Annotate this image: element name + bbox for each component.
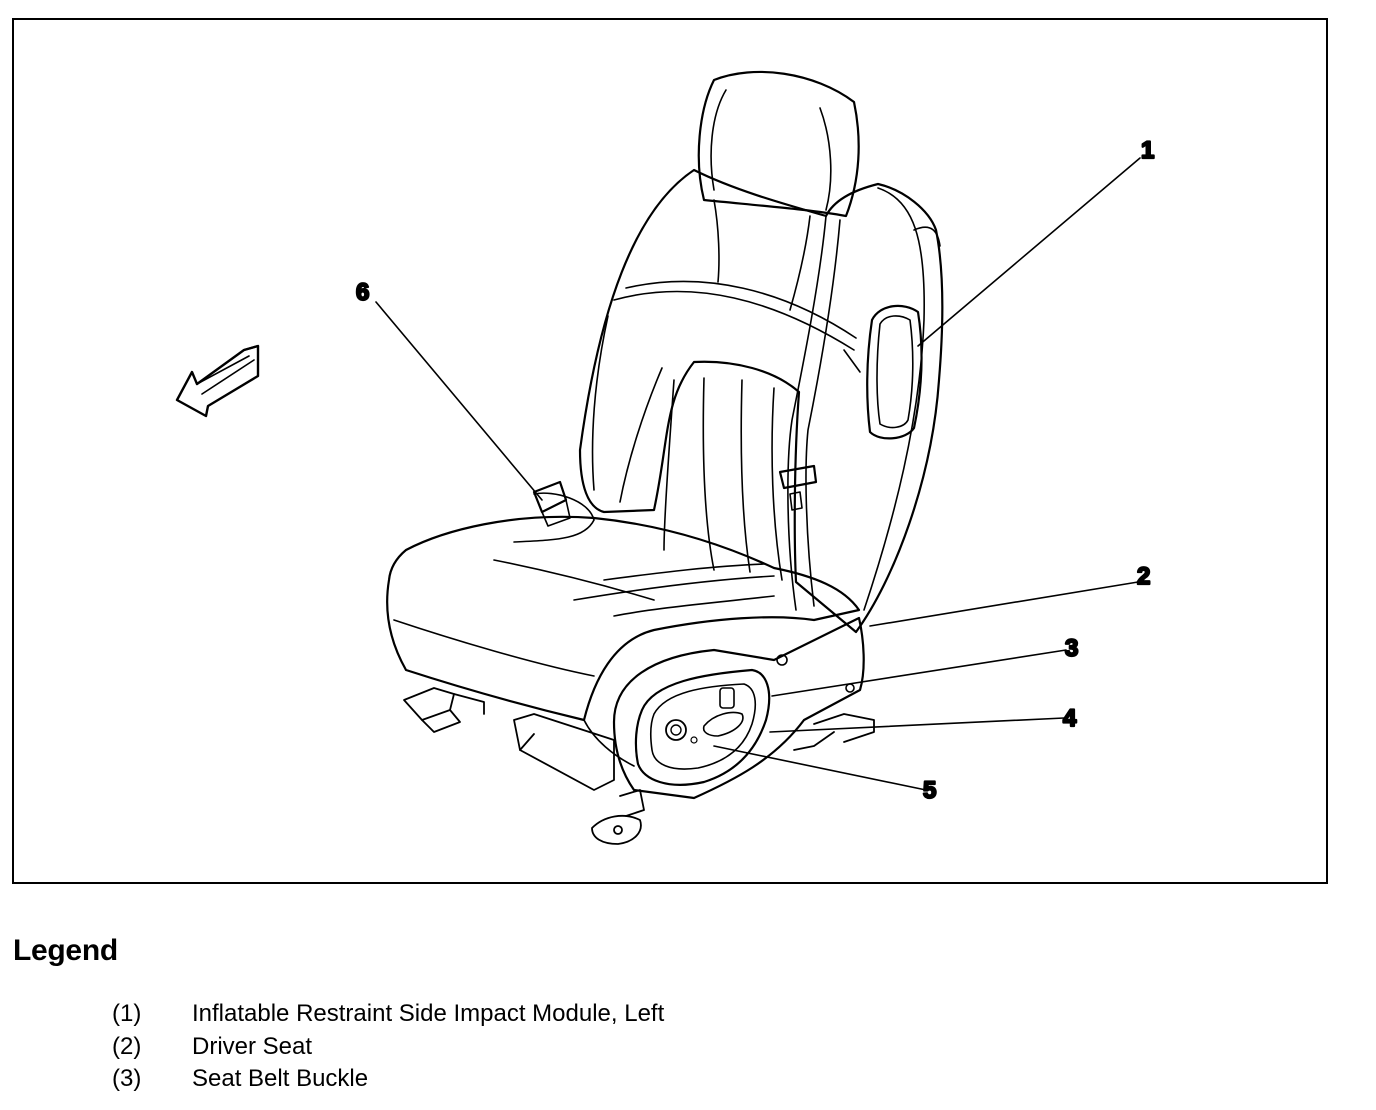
legend-item-number: (2) (112, 1032, 142, 1060)
callout-leaders (375, 157, 1141, 791)
leader-5 (713, 745, 927, 791)
leader-3 (771, 649, 1067, 697)
callout-1: 1 (1141, 137, 1154, 164)
seat-belt (778, 215, 861, 611)
seat-illustration: 1 2 3 4 5 6 (175, 70, 1155, 845)
seat-back (578, 168, 944, 634)
legend-item: (2) Driver Seat (112, 1031, 664, 1064)
legend-item-label: Inflatable Restraint Side Impact Module,… (192, 1000, 665, 1027)
leader-1 (917, 157, 1141, 347)
forward-arrow-icon (175, 344, 260, 418)
leader-6 (375, 301, 543, 501)
leader-2 (869, 581, 1139, 627)
callout-2: 2 (1137, 563, 1150, 590)
seat-cushion (386, 492, 861, 767)
legend-item-label: Driver Seat (192, 1032, 313, 1060)
callout-5: 5 (923, 777, 936, 804)
callout-3: 3 (1065, 635, 1078, 662)
legend-item-number: (1) (112, 1000, 142, 1027)
seat-track (403, 687, 875, 845)
leader-4 (769, 717, 1065, 733)
legend-title: Legend (13, 934, 118, 967)
seat-side-trim (612, 616, 865, 800)
callout-4: 4 (1063, 705, 1077, 732)
figure-frame: 1 2 3 4 5 6 (12, 18, 1328, 884)
legend-item: (3) Seat Belt Buckle (112, 1063, 664, 1096)
headrest (697, 70, 860, 218)
callout-6: 6 (356, 279, 369, 306)
legend-list: (1) Inflatable Restraint Side Impact Modu… (112, 998, 664, 1096)
legend-item-label: Seat Belt Buckle (192, 1065, 369, 1092)
seat-belt-buckle (532, 480, 571, 527)
legend-item: (1) Inflatable Restraint Side Impact Modu… (112, 998, 664, 1031)
seat-switch-bezel (634, 668, 771, 786)
legend-item-number: (3) (112, 1065, 142, 1092)
side-impact-module (866, 304, 923, 440)
